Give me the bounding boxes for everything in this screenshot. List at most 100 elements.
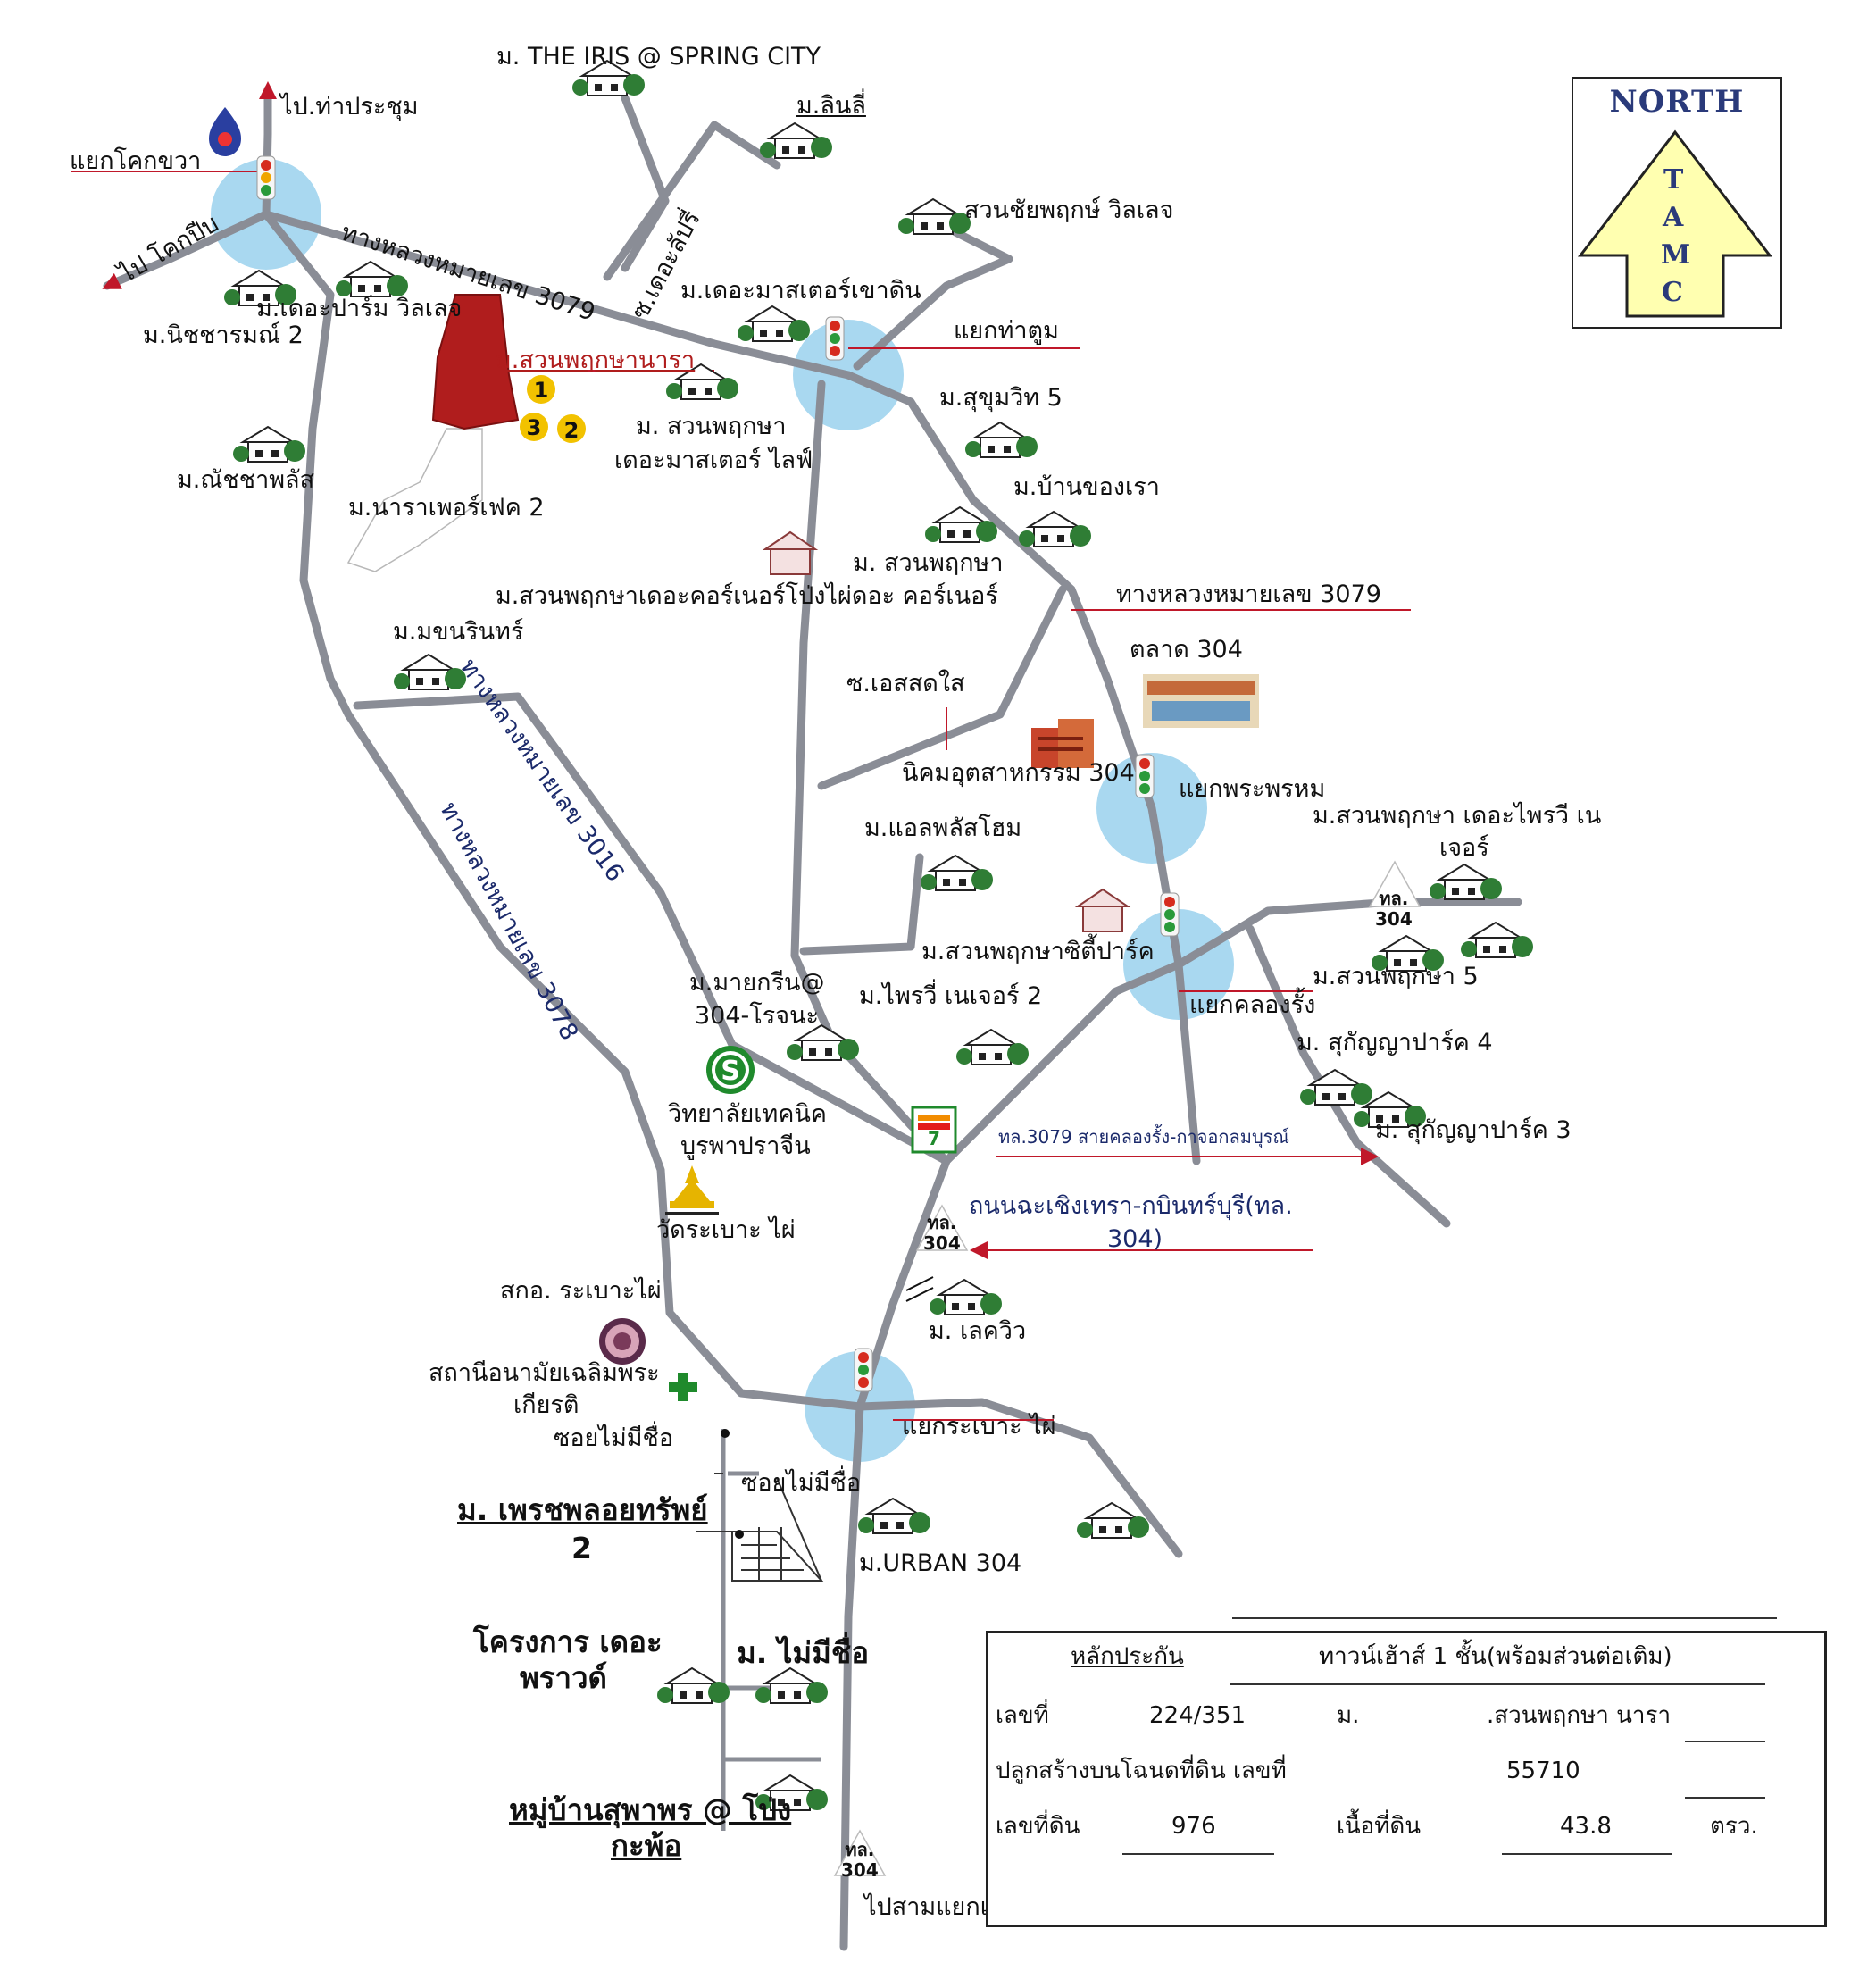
label-phet-ploy-2: 2 — [571, 1531, 592, 1566]
label-suan-pruksa-privy-2: เจอร์ — [1439, 834, 1489, 862]
nara-perfect-outline — [346, 428, 483, 572]
highway-sign-icon — [915, 1204, 969, 1251]
comparable-2-text: 2 — [564, 418, 579, 443]
legend-area-label: เนื้อที่ดิน — [1337, 1813, 1422, 1840]
label-privy-nature-2: ม.ไพรวี่ เนเจอร์ 2 — [859, 982, 1043, 1010]
road-inner-loop — [790, 380, 951, 1165]
label-suan-pruksa-corner-2: ม.สวนพฤกษาเดอะคอร์เนอร์โป่งไผ่ดอะ คอร์เน… — [496, 582, 998, 610]
label-industrial-304: นิคมอุตสาหกรรม 304 — [902, 759, 1135, 787]
label-nitcharam: ม.นิชชารมณ์ 2 — [143, 321, 304, 349]
label-urban-304: ม.URBAN 304 — [859, 1549, 1022, 1577]
label-lake-view: ม. เลควิว — [929, 1317, 1027, 1345]
house-icon — [224, 269, 296, 306]
label-sign-304-b: ทล. 304 — [923, 1212, 961, 1254]
house-icon — [898, 197, 971, 235]
house-icon — [1077, 1501, 1149, 1539]
label-soi-no-name-1: ซอยไม่มีชื่อ — [554, 1424, 674, 1452]
traffic-light-icon — [825, 316, 845, 361]
traffic-light-icon — [854, 1348, 873, 1392]
road-soi-es — [817, 585, 1067, 790]
label-wat-rabo-phai: วัดระเบาะ ไผ่ — [656, 1216, 796, 1244]
house-icon — [1074, 888, 1131, 932]
gas-station-icon — [209, 107, 241, 156]
label-sukhumvit5: ม.สุขุมวิท 5 — [939, 384, 1063, 412]
label-college-1: วิทยาลัยเทคนิค — [668, 1100, 827, 1128]
label-soi-no-name-2: ซอยไม่มีชื่อ — [741, 1469, 862, 1497]
house-icon — [1430, 863, 1502, 900]
houses — [224, 59, 1533, 1811]
legend-box: หลักประกัน ทาวน์เฮ้าส์ 1 ชั้น(พร้อมส่วนต… — [986, 1631, 1827, 1927]
office-seal-icon — [599, 1318, 646, 1365]
house-icon — [956, 1028, 1029, 1065]
legend-title-deed-value: 55710 — [1506, 1758, 1580, 1784]
black-pointer-lines — [714, 1473, 1777, 1619]
label-yaek-tha-tum: แยกท่าตูม — [954, 317, 1059, 345]
label-suan-chaipruek: สวนชัยพฤกษ์ วิลเลจ — [964, 196, 1174, 224]
label-health-1: สถานีอนามัยเฉลิมพระ — [429, 1359, 660, 1387]
compass-letter-c: C — [1662, 277, 1683, 308]
house-icon — [1019, 510, 1091, 547]
bridge-mark — [905, 1276, 934, 1302]
comparable-3-marker — [520, 413, 548, 441]
label-road-304-2: 304) — [1107, 1225, 1163, 1253]
house-icon — [1354, 1090, 1426, 1128]
collateral-plot — [431, 294, 520, 430]
label-yaek-phra-phrom: แยกพระพรหม — [1179, 775, 1326, 803]
label-yaek-khlong-rung: แยกคลองรั้ง — [1189, 991, 1316, 1019]
compass-letter-t: T — [1663, 164, 1684, 196]
road-khok-pip — [103, 210, 271, 290]
road-304-east-branch — [1174, 960, 1201, 1165]
label-sor-kor-or: สกอ. ระเบาะไผ่ — [500, 1277, 662, 1305]
legend-land-no-value: 976 — [1171, 1813, 1216, 1840]
house-icon — [572, 59, 645, 96]
road-all-plus — [799, 853, 924, 956]
label-my-green-1: ม.มายกรีน@ — [689, 969, 825, 997]
label-linlee: ม.ลินลี่ — [796, 92, 866, 120]
comparable-1-text: 1 — [534, 378, 549, 403]
label-ban-khong-rao: ม.บ้านของเรา — [1013, 473, 1160, 501]
label-yaek-rabo-phai: แยกระเบาะ ไผ่ — [902, 1413, 1056, 1440]
house-icon — [657, 1666, 730, 1704]
compass-title: NORTH — [1609, 84, 1745, 120]
house-icon — [965, 421, 1038, 458]
road-3079-east — [844, 371, 1183, 969]
label-my-green-2: 304-โรจนะ — [695, 1002, 820, 1030]
label-supaporn-2: กะพ้อ — [611, 1828, 682, 1863]
label-suan-pruksa-city-park: ม.สวนพฤกษาซิตี้ปาร์ค — [921, 938, 1155, 965]
legend-underline-type — [1230, 1683, 1765, 1685]
traffic-light-icon — [1135, 754, 1155, 798]
market-icon — [1143, 674, 1259, 728]
road-lapri — [603, 121, 781, 281]
legend-underline-village — [1685, 1741, 1765, 1742]
label-road-304-1: ถนนฉะเชิงเทรา-กบินทร์บุรี(ทล. — [969, 1192, 1293, 1220]
seven-eleven-icon: 7 — [911, 1106, 957, 1154]
house-icon — [394, 653, 466, 690]
house-icon — [755, 1666, 828, 1704]
soi-dot-1 — [721, 1429, 730, 1438]
house-icon — [760, 121, 832, 159]
house-icon — [930, 1278, 1002, 1315]
arrow-khok-pip — [102, 272, 122, 289]
comparable-1-marker — [527, 375, 555, 404]
label-the-proud-1: โครงการ เดอะ — [473, 1624, 663, 1659]
house-icon — [738, 305, 810, 342]
label-yaek-khok-khwao: แยกโคกขวา — [70, 147, 202, 175]
label-makhonrin: ม.มขนรินทร์ — [393, 618, 524, 646]
house-icon — [1461, 921, 1533, 958]
comparable-markers — [520, 375, 586, 443]
legend-land-no-label: เลขที่ดิน — [996, 1813, 1080, 1840]
traffic-light-icon — [1160, 892, 1180, 937]
label-suan-pruksa-master-2: เดอะมาสเตอร์ ไลฟ์ — [614, 447, 813, 474]
legend-village-label: ม. — [1337, 1702, 1360, 1729]
compass-box: NORTH T A M C — [1572, 77, 1782, 329]
house-icon — [1300, 1068, 1372, 1106]
legend-number-value: 224/351 — [1149, 1702, 1246, 1729]
comparable-2-marker — [557, 414, 586, 443]
label-health-2: เกียรติ — [513, 1391, 579, 1419]
traffic-lights — [256, 155, 1180, 1392]
phet-ploy-block — [696, 1477, 824, 1582]
college-icon: S — [706, 1046, 755, 1094]
legend-title-deed-label: ปลูกสร้างบนโฉนดที่ดิน เลขที่ — [996, 1758, 1287, 1784]
label-college-2: บูรพาปราจีน — [680, 1132, 811, 1160]
